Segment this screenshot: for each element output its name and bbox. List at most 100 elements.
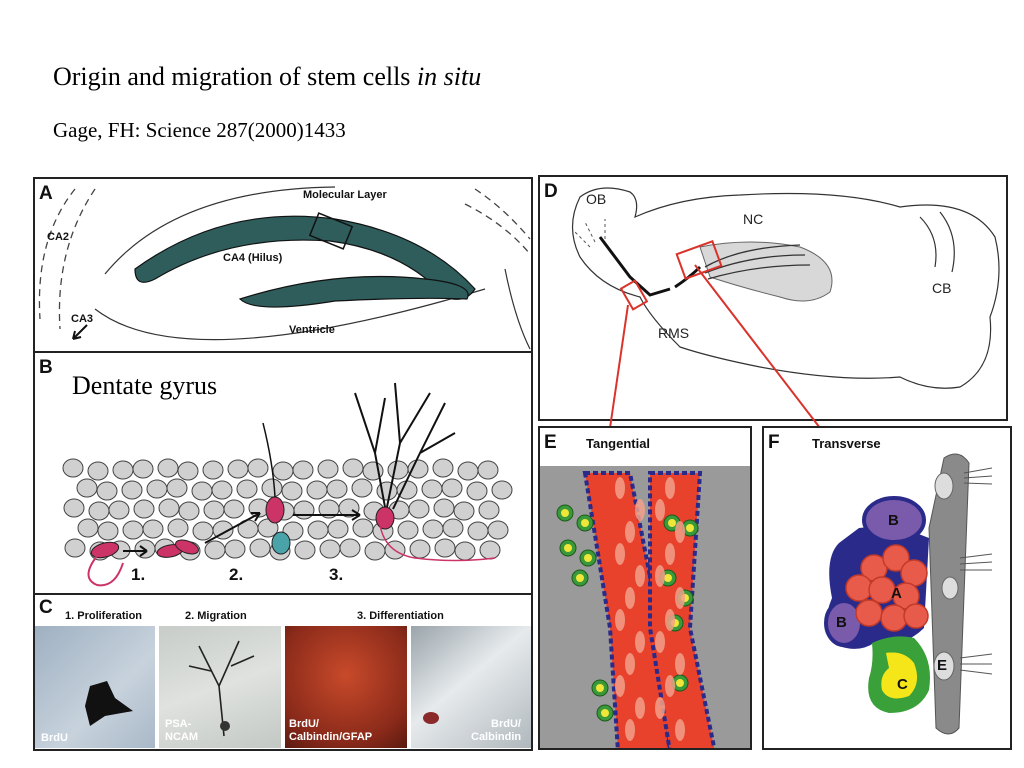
granule-cell bbox=[317, 459, 339, 479]
tangential-migration-diagram bbox=[556, 471, 717, 748]
caption-calbindin: Calbindin bbox=[471, 731, 522, 743]
granule-cell bbox=[409, 539, 431, 559]
granule-cell bbox=[132, 459, 154, 479]
glial-nucleus bbox=[686, 524, 694, 532]
migrating-neuroblast bbox=[675, 587, 685, 609]
step-1-label: 1. bbox=[131, 565, 146, 584]
caption-brdu-4: BrdU/ bbox=[491, 718, 521, 730]
glial-nucleus bbox=[676, 679, 684, 687]
granule-cell bbox=[76, 478, 98, 498]
granule-cell bbox=[327, 519, 349, 539]
migrating-neuroblast bbox=[625, 719, 635, 741]
panel-b-letter: B bbox=[39, 357, 53, 378]
label-ca2: CA2 bbox=[47, 231, 70, 243]
glial-nucleus bbox=[596, 684, 604, 692]
granule-cell bbox=[121, 480, 143, 500]
step-2-label: 2. bbox=[229, 565, 244, 584]
migrating-neuroblast bbox=[625, 521, 635, 543]
brain-sagittal-diagram bbox=[571, 187, 1000, 389]
granule-cell bbox=[157, 458, 179, 478]
granule-cell bbox=[454, 541, 476, 561]
granule-cell bbox=[479, 540, 501, 560]
granule-cell bbox=[407, 459, 429, 479]
glial-nucleus bbox=[601, 709, 609, 717]
panel-c-letter: C bbox=[39, 597, 53, 618]
granule-cell bbox=[167, 518, 189, 538]
glial-nucleus bbox=[664, 574, 672, 582]
migrating-neuroblast bbox=[615, 609, 625, 631]
dentate-gyrus-diagram bbox=[62, 382, 513, 587]
granule-cell bbox=[133, 499, 155, 519]
migrating-neuroblast bbox=[655, 697, 665, 719]
caption-brdu: BrdU bbox=[41, 732, 68, 744]
granule-cell bbox=[204, 540, 226, 560]
granule-cell bbox=[453, 501, 475, 521]
granule-cell bbox=[249, 538, 271, 558]
migratory-stream bbox=[648, 471, 717, 748]
caption-ncam: NCAM bbox=[165, 731, 198, 743]
granule-cell bbox=[261, 478, 283, 498]
header-migration: 2. Migration bbox=[185, 610, 247, 622]
panel-a: A Molecular Layer CA2 CA4 (Hilus) CA3 Ve… bbox=[33, 177, 533, 353]
granule-cell bbox=[477, 460, 499, 480]
label-ca4: CA4 (Hilus) bbox=[223, 252, 283, 264]
granule-cell bbox=[142, 519, 164, 539]
granule-cell bbox=[364, 541, 386, 561]
granule-cell bbox=[97, 521, 119, 541]
transverse-title: Transverse bbox=[812, 436, 881, 451]
granule-cell bbox=[433, 498, 455, 518]
migrating-neuroblast bbox=[635, 631, 645, 653]
granule-cell bbox=[292, 460, 314, 480]
migrating-neuroblast bbox=[665, 543, 675, 565]
migrating-neuroblast bbox=[625, 587, 635, 609]
granule-cell bbox=[434, 538, 456, 558]
granule-cell bbox=[88, 501, 110, 521]
migrating-neuroblast bbox=[615, 477, 625, 499]
granule-cell bbox=[338, 498, 360, 518]
glial-nucleus bbox=[576, 574, 584, 582]
mature-neuron bbox=[375, 506, 395, 530]
label-rms: RMS bbox=[658, 325, 690, 341]
granule-cell bbox=[408, 499, 430, 519]
migrating-dendrite bbox=[262, 422, 276, 498]
granule-cell bbox=[177, 461, 199, 481]
citation: Gage, FH: Science 287(2000)1433 bbox=[53, 118, 346, 142]
panel-f-letter: F bbox=[768, 432, 780, 453]
label-ob: OB bbox=[586, 191, 607, 207]
label-b-left: B bbox=[836, 614, 847, 631]
caption-calbindin-gfap: Calbindin/GFAP bbox=[289, 731, 373, 743]
header-proliferation: 1. Proliferation bbox=[65, 610, 143, 622]
label-cb: CB bbox=[932, 280, 952, 296]
photo-brdu-calbindin: BrdU/ Calbindin bbox=[411, 626, 531, 748]
title-italic: in situ bbox=[416, 62, 482, 91]
granule-cell bbox=[112, 460, 134, 480]
panel-e-letter: E bbox=[544, 432, 557, 453]
axon bbox=[379, 524, 496, 562]
granule-cell bbox=[236, 479, 258, 499]
migrating-neuroblast bbox=[655, 565, 665, 587]
arrow-1 bbox=[123, 545, 148, 557]
granule-cell bbox=[421, 479, 443, 499]
photo-brdu-calbindin-gfap: BrdU/ Calbindin/GFAP bbox=[285, 626, 407, 748]
label-ventricle: Ventricle bbox=[289, 324, 335, 336]
hippocampus-diagram bbox=[38, 186, 531, 350]
tangential-title: Tangential bbox=[586, 436, 651, 451]
label-e: E bbox=[937, 657, 948, 674]
step-3-label: 3. bbox=[329, 565, 344, 584]
label-a: A bbox=[891, 585, 902, 602]
migrating-neuroblast bbox=[625, 653, 635, 675]
granule-cell bbox=[203, 500, 225, 520]
migrating-neuron bbox=[265, 496, 285, 524]
granule-cell bbox=[387, 460, 409, 480]
granule-cell bbox=[339, 538, 361, 558]
granule-cell bbox=[397, 520, 419, 540]
granule-cell bbox=[202, 460, 224, 480]
photo-brdu: BrdU bbox=[35, 626, 155, 748]
panel-d: D OB NC CB RMS bbox=[538, 175, 1008, 421]
granule-cell bbox=[272, 461, 294, 481]
granule-cell bbox=[467, 521, 489, 541]
photo-psa-ncam: PSA- NCAM bbox=[159, 626, 281, 748]
granule-cell bbox=[247, 458, 269, 478]
granule-cell bbox=[158, 498, 180, 518]
granule-cell bbox=[166, 478, 188, 498]
